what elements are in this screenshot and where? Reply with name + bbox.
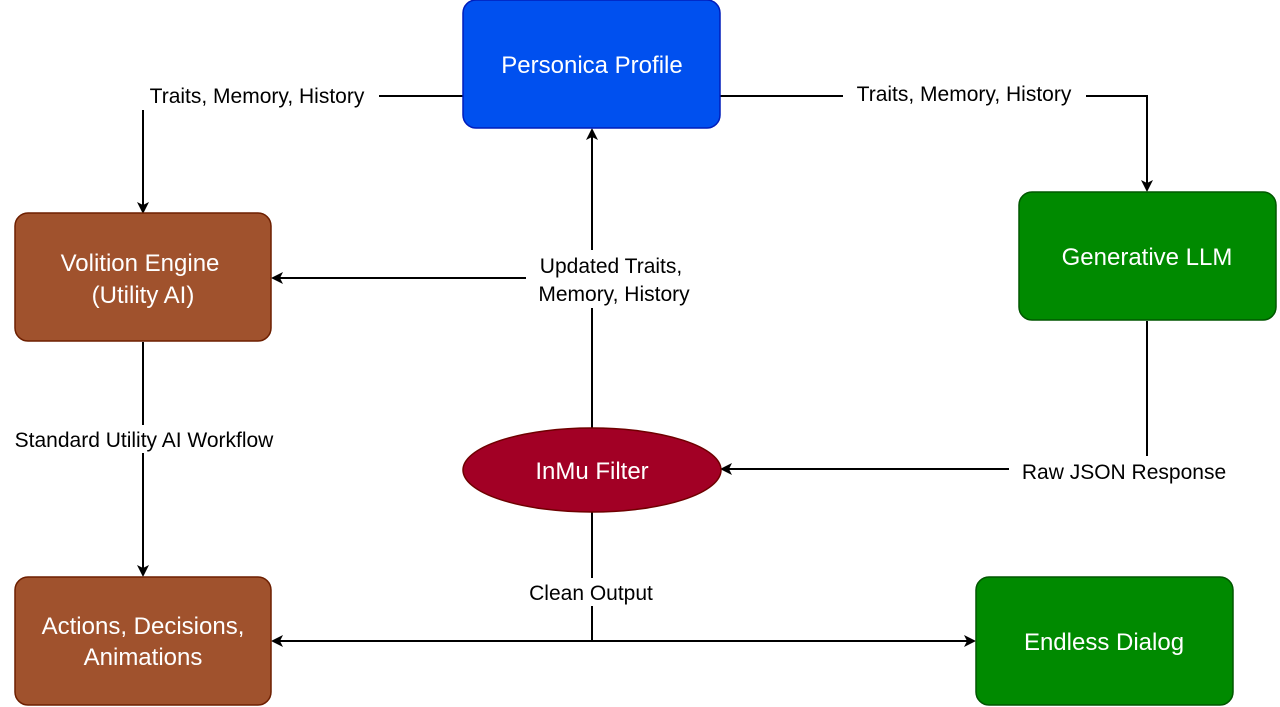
edge-label-clean-output: Clean Output bbox=[529, 582, 653, 605]
endless-dialog-node bbox=[975, 576, 1234, 706]
generative-llm-label: Generative LLM bbox=[1062, 244, 1233, 271]
personica-profile-label: Personica Profile bbox=[501, 52, 682, 79]
edge-label-updated-line1: Updated Traits, bbox=[540, 255, 682, 278]
label-bg bbox=[843, 80, 1086, 108]
actions-label-line1: Actions, Decisions, bbox=[42, 613, 245, 640]
volition-engine-label-line1: Volition Engine bbox=[61, 250, 220, 277]
edge-label-profile-to-volition: Traits, Memory, History bbox=[150, 85, 365, 108]
generative-llm-node bbox=[1018, 191, 1277, 321]
label-bg bbox=[0, 425, 292, 453]
edge-label-llm-to-filter: Raw JSON Response bbox=[1022, 461, 1226, 484]
label-bg bbox=[136, 82, 379, 110]
inmu-filter-node bbox=[462, 427, 722, 513]
label-bg bbox=[526, 250, 702, 308]
label-bg bbox=[518, 578, 664, 606]
edge-label-volition-to-actions: Standard Utility AI Workflow bbox=[15, 429, 275, 452]
edge-profile-to-llm bbox=[720, 95, 1153, 192]
inmu-filter-label: InMu Filter bbox=[535, 458, 648, 485]
actions-label-line2: Animations bbox=[84, 644, 203, 671]
edge-label-updated-line2: Memory, History bbox=[538, 283, 690, 306]
edge-profile-to-volition bbox=[137, 95, 463, 214]
edge-label-profile-to-llm: Traits, Memory, History bbox=[857, 83, 1072, 106]
volition-engine-node bbox=[14, 212, 272, 342]
personica-profile-node bbox=[462, 0, 721, 129]
label-bg bbox=[1009, 456, 1241, 484]
actions-node bbox=[14, 576, 272, 706]
edge-llm-to-filter bbox=[720, 321, 1148, 475]
endless-dialog-label: Endless Dialog bbox=[1024, 629, 1184, 656]
volition-engine-label-line2: (Utility AI) bbox=[92, 282, 195, 309]
